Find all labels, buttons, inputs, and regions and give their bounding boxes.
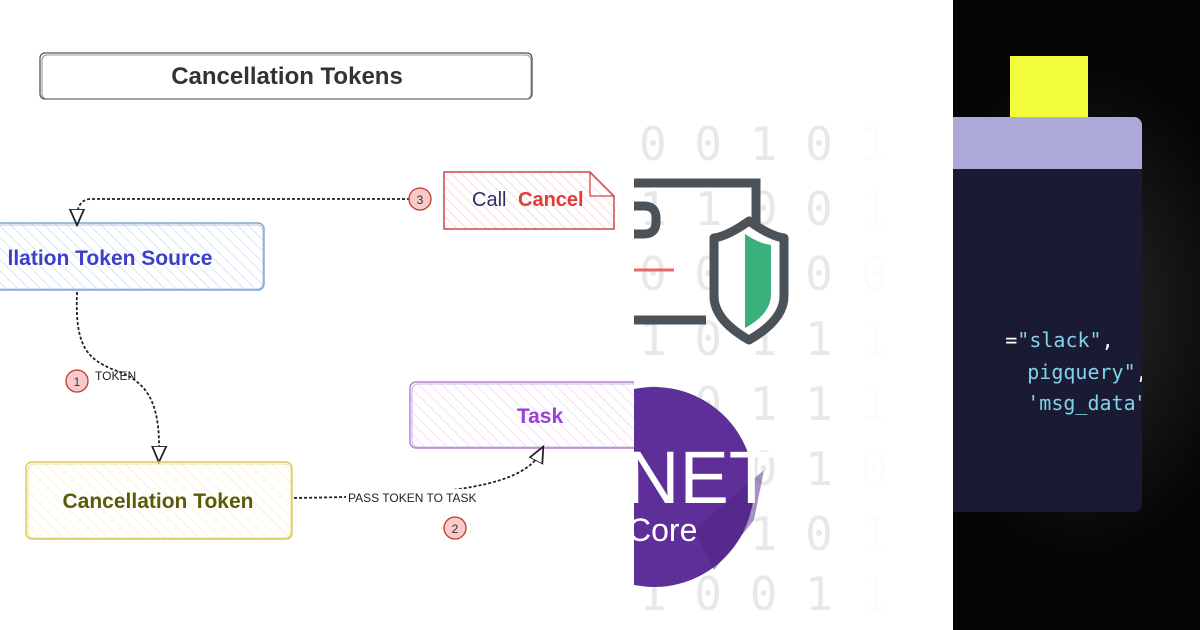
code-token: ,: [1101, 328, 1114, 352]
step3-number: 3: [417, 193, 424, 207]
cancellation-tokens-diagram: Cancellation Tokens llation Token Source…: [0, 52, 634, 540]
call-note-prefix: Call: [472, 189, 506, 211]
code-snippet-panel: ="slack", pigquery", 'msg_data"): [953, 0, 1200, 630]
call-cancel-note: Call Cancel: [443, 171, 615, 230]
code-card: ="slack", pigquery", 'msg_data"): [953, 117, 1142, 512]
cancellation-token-label: Cancellation Token: [63, 490, 254, 513]
dotnet-security-graphic: 0 0 1 0 1 1 1 0 0 1 0 0 1 0 0 1 0 1 1 1 …: [634, 0, 953, 630]
code-line: 'msg_data"): [955, 367, 1142, 439]
code-token: ,: [1136, 360, 1142, 384]
code-string: pigquery": [1027, 360, 1136, 384]
task-label: Task: [517, 405, 564, 428]
code-line: ="slack",: [953, 304, 1114, 376]
cancellation-token-box: Cancellation Token: [25, 461, 293, 540]
dotnet-canvas: 0 0 1 0 1 1 1 0 0 1 0 0 1 0 0 1 0 1 1 1 …: [634, 0, 953, 630]
step2-label: PASS TOKEN TO TASK: [348, 491, 477, 505]
step1-badge: 1: [65, 369, 89, 393]
step1-label: TOKEN: [95, 369, 136, 383]
title-box: Cancellation Tokens: [39, 52, 533, 100]
code-token: =: [1005, 328, 1018, 352]
dotnet-core-logo: NET Core: [634, 387, 774, 587]
step2-label-bg: [346, 489, 480, 505]
token-source-box: llation Token Source: [0, 222, 265, 291]
svg-text:0 0 1 0 1: 0 0 1 0 1: [639, 117, 888, 171]
svg-text:Call Cancel: Call Cancel: [472, 189, 584, 211]
shield-icon: [709, 216, 789, 345]
code-string: 'msg_data": [1027, 391, 1142, 415]
dotnet-logo-core: Core: [634, 512, 697, 548]
code-string: "slack": [1017, 328, 1102, 352]
token-source-label: llation Token Source: [8, 247, 213, 270]
step2-number: 2: [452, 522, 459, 536]
diagram-title: Cancellation Tokens: [171, 63, 403, 90]
call-note-cancel: Cancel: [518, 189, 584, 211]
task-box: Task: [409, 381, 634, 449]
code-card-header: [953, 117, 1142, 169]
diagram-canvas: Cancellation Tokens llation Token Source…: [0, 52, 634, 540]
yellow-accent-block: [1010, 56, 1088, 120]
code-line: pigquery",: [955, 336, 1142, 408]
step3-badge: 3: [408, 187, 432, 211]
dotnet-logo-net: NET: [634, 436, 774, 519]
step1-arrow: [75, 291, 159, 455]
step1-number: 1: [74, 375, 81, 389]
step3-arrow: [77, 198, 410, 218]
step2-badge: 2: [443, 516, 467, 540]
